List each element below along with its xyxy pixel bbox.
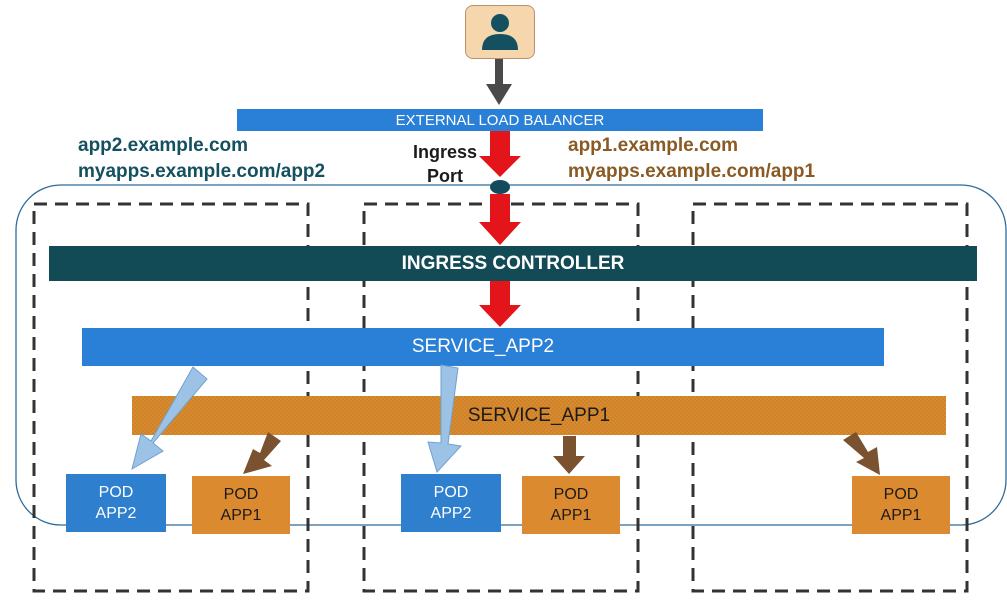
port-to-controller-arrow <box>479 194 521 245</box>
ingress-port-line2: Port <box>427 166 463 186</box>
pod-app2-2[interactable]: POD APP2 <box>401 474 501 532</box>
pod-label-line2: APP1 <box>550 507 592 524</box>
lb-to-port-arrow <box>479 131 521 177</box>
pod-label-line1: POD <box>98 484 134 501</box>
node-boundary-3 <box>691 202 969 593</box>
pod-label-line2: APP2 <box>95 505 137 522</box>
pod-label-line1: POD <box>553 486 589 503</box>
user-box[interactable] <box>465 5 535 59</box>
host-app2-path: myapps.example.com/app2 <box>78 161 326 182</box>
external-load-balancer: EXTERNAL LOAD BALANCER <box>237 109 763 131</box>
pod-app2-1[interactable]: POD APP2 <box>66 474 166 532</box>
pod-label-line2: APP2 <box>430 505 472 522</box>
service-app1-label: SERVICE_APP1 <box>467 404 611 426</box>
controller-to-service-arrow <box>479 281 521 327</box>
host-app1-path: myapps.example.com/app1 <box>568 161 816 182</box>
pod-label-line2: APP1 <box>220 507 262 524</box>
ingress-port-dot <box>490 180 510 194</box>
user-to-lb-arrow <box>486 57 512 105</box>
ingress-port-line1: Ingress <box>412 142 478 162</box>
pod-label-line1: POD <box>883 486 919 503</box>
service-app1-bar <box>132 396 946 435</box>
service-app2-label: SERVICE_APP2 <box>411 336 555 357</box>
hosts-app2: app2.example.com myapps.example.com/app2 <box>78 133 325 185</box>
host-app2-domain: app2.example.com <box>78 135 249 156</box>
service-app1: SERVICE_APP1 <box>132 396 946 435</box>
hosts-app1: app1.example.com myapps.example.com/app1 <box>568 133 815 185</box>
pod-app1-1[interactable]: POD APP1 <box>192 476 290 534</box>
cluster-boundary <box>15 184 1007 526</box>
pod-app1-2[interactable]: POD APP1 <box>522 476 620 534</box>
load-balancer-label: EXTERNAL LOAD BALANCER <box>395 111 605 129</box>
pod-label-line2: APP1 <box>880 507 922 524</box>
ingress-controller: INGRESS CONTROLLER <box>49 246 977 281</box>
pod-label-line1: POD <box>223 486 259 503</box>
service-app2: SERVICE_APP2 <box>82 328 884 366</box>
user-icon <box>482 14 518 50</box>
host-app1-domain: app1.example.com <box>568 135 739 156</box>
pod-label-line1: POD <box>433 484 469 501</box>
ingress-controller-label: INGRESS CONTROLLER <box>401 252 625 274</box>
ingress-port-label: Ingress Port <box>400 140 490 188</box>
pod-app1-3[interactable]: POD APP1 <box>852 476 950 534</box>
